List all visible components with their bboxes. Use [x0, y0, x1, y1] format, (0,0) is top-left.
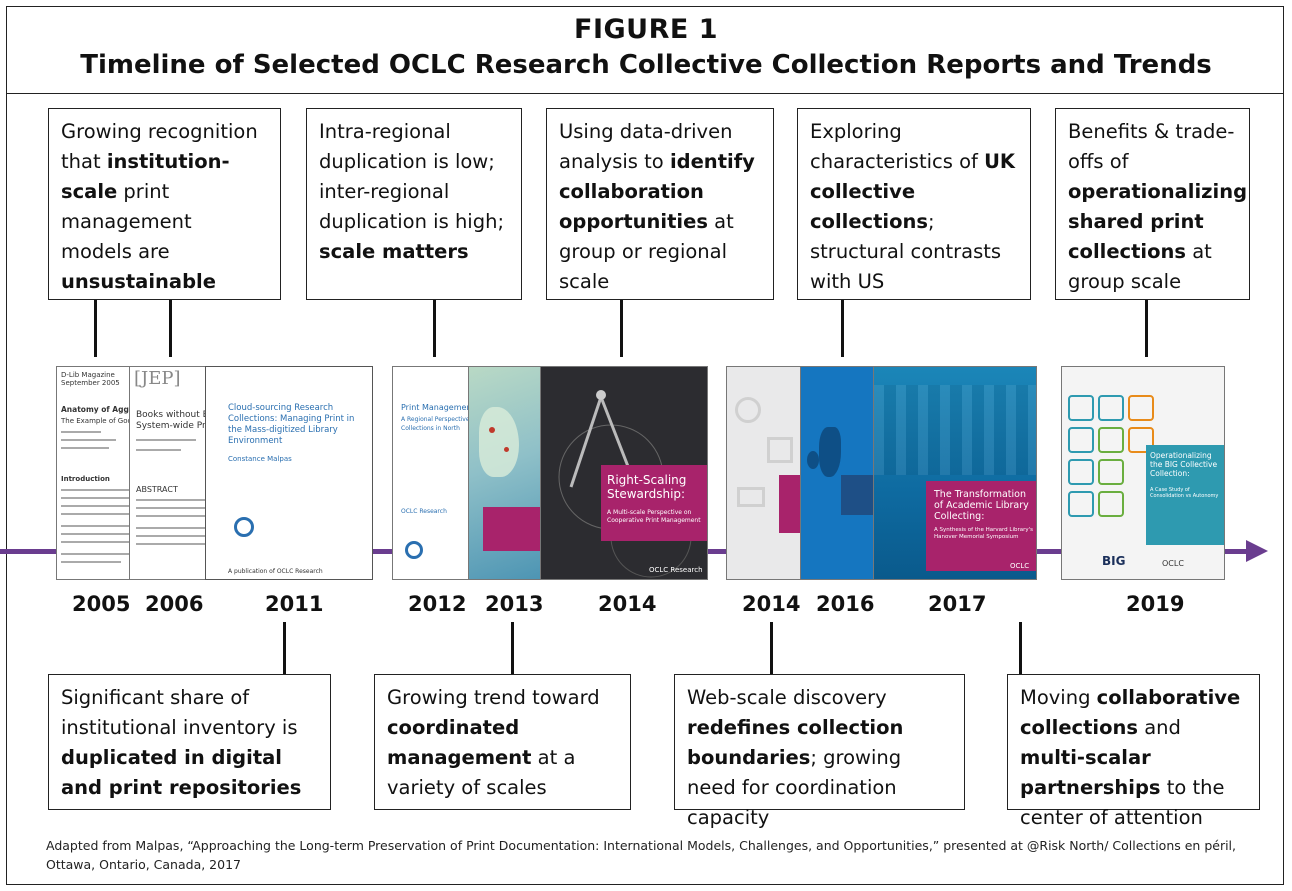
- box-text: Intra-regional duplication is low; inter…: [319, 120, 505, 233]
- connector: [841, 300, 844, 357]
- year-label: 2006: [145, 592, 204, 616]
- cover-text: D-Lib Magazine: [61, 371, 115, 379]
- year-label: 2013: [485, 592, 544, 616]
- oclc-logo: OCLC: [1162, 559, 1184, 568]
- box-text: at group scale: [1068, 240, 1212, 293]
- oclc-logo-icon: [405, 541, 423, 559]
- report-cover-2016: [800, 366, 880, 580]
- trend-box-bottom-1: Significant share of institutional inven…: [48, 674, 331, 810]
- header-divider: [6, 93, 1284, 94]
- year-label: 2017: [928, 592, 987, 616]
- box-text: Web-scale discovery: [687, 686, 887, 709]
- emphasis-text: UK collective collections: [810, 150, 1016, 233]
- cover-text: A publication of OCLC Research: [228, 568, 323, 575]
- connector: [283, 622, 286, 674]
- box-text: ; structural contrasts with US: [810, 210, 1002, 293]
- trend-box-top-4: Exploring characteristics of UK collecti…: [797, 108, 1031, 300]
- box-text: print management models are: [61, 180, 192, 263]
- trend-box-top-1: Growing recognition that institution-sca…: [48, 108, 281, 300]
- timeline-arrowhead: [1246, 540, 1268, 562]
- emphasis-text: coordinated management: [387, 716, 532, 769]
- emphasis-text: operationalizing shared print collection…: [1068, 180, 1248, 263]
- report-cover-2011: Cloud-sourcing Research Collections: Man…: [205, 366, 373, 580]
- connector: [433, 300, 436, 357]
- cover-text: A Synthesis of the Harvard Library's Han…: [934, 527, 1034, 540]
- cover-title: The Transformation of Academic Library C…: [934, 489, 1029, 522]
- cover-text: Constance Malpas: [228, 455, 292, 463]
- year-label: 2012: [408, 592, 467, 616]
- cover-text: ABSTRACT: [136, 485, 178, 494]
- cover-text: OCLC Research: [401, 508, 447, 515]
- emphasis-text: scale matters: [319, 240, 469, 263]
- figure-frame: [6, 6, 1284, 885]
- box-text: at a variety of scales: [387, 746, 576, 799]
- cover-title: Operationalizing the BIG Collective Coll…: [1150, 451, 1218, 478]
- year-label: 2014: [598, 592, 657, 616]
- cover-title: Books without Boundaries: [136, 410, 228, 420]
- box-text: Growing recognition that: [61, 120, 258, 173]
- cover-text: A Regional Perspective Collections in No…: [401, 416, 470, 432]
- cover-heading: Anatomy of Aggregate Coll: [61, 405, 155, 414]
- year-label: 2019: [1126, 592, 1185, 616]
- box-text: ; growing need for coordination capacity: [687, 746, 902, 829]
- emphasis-text: redefines collection boundaries: [687, 716, 904, 769]
- cover-text: September 2005: [61, 379, 120, 387]
- trend-box-top-3: Using data-driven analysis to identify c…: [546, 108, 774, 300]
- emphasis-text: collaborative collections: [1020, 686, 1241, 739]
- source-caption: Adapted from Malpas, “Approaching the Lo…: [46, 838, 1237, 872]
- connector: [94, 300, 97, 357]
- emphasis-text: multi-scalar partnerships: [1020, 746, 1161, 799]
- cover-text: A Case Study of Consolidation vs Autonom…: [1150, 487, 1219, 499]
- report-cover-2012: Print Management A Regional Perspective …: [392, 366, 474, 580]
- report-cover-2013: [468, 366, 548, 580]
- box-text: at group or regional scale: [559, 210, 734, 293]
- oclc-logo-icon: [234, 517, 254, 537]
- cover-text: The Example of Google Print for Lib: [61, 417, 155, 425]
- emphasis-text: identify collaboration opportunities: [559, 150, 755, 233]
- trend-box-top-5: Benefits & trade-offs of operationalizin…: [1055, 108, 1250, 300]
- report-cover-2014-right-scaling: Right-Scaling Stewardship: A Multi-scale…: [540, 366, 708, 580]
- trend-box-bottom-3: Web-scale discovery redefines collection…: [674, 674, 965, 829]
- box-text: Moving: [1020, 686, 1097, 709]
- box-text: Benefits & trade-offs of: [1068, 120, 1235, 173]
- year-label: 2016: [816, 592, 875, 616]
- year-label: 2014: [742, 592, 801, 616]
- connector: [169, 300, 172, 357]
- cover-text: System-wide Print Book: [136, 421, 228, 431]
- cover-brand: OCLC: [1010, 562, 1030, 570]
- connector: [511, 622, 514, 674]
- connector: [1019, 622, 1022, 674]
- trend-box-bottom-4: Moving collaborative collections and mul…: [1007, 674, 1260, 829]
- connector: [770, 622, 773, 674]
- connector: [620, 300, 623, 357]
- box-text: Exploring characteristics of: [810, 120, 985, 173]
- box-text: and: [1138, 716, 1181, 739]
- cover-title: Right-Scaling Stewardship:: [607, 473, 687, 501]
- trend-box-top-2: Intra-regional duplication is low; inter…: [306, 108, 522, 300]
- cover-title: Cloud-sourcing Research Collections: Man…: [228, 403, 355, 446]
- trend-box-bottom-2: Growing trend toward coordinated managem…: [374, 674, 631, 810]
- report-cover-2019: Operationalizing the BIG Collective Coll…: [1061, 366, 1225, 580]
- cover-brand: OCLC Research: [649, 566, 703, 574]
- year-label: 2011: [265, 592, 324, 616]
- year-label: 2005: [72, 592, 131, 616]
- emphasis-text: duplicated in digital and print reposito…: [61, 746, 302, 799]
- big-logo: BIG: [1102, 554, 1126, 568]
- figure-label: FIGURE 1: [574, 14, 718, 45]
- connector: [1145, 300, 1148, 357]
- emphasis-text: unsustainable: [61, 270, 216, 293]
- report-cover-2014-web-scale: [726, 366, 810, 580]
- emphasis-text: institution-scale: [61, 150, 230, 203]
- box-text: Growing trend toward: [387, 686, 600, 709]
- box-text: Using data-driven analysis to: [559, 120, 733, 173]
- cover-brand: [JEP]: [134, 368, 181, 389]
- box-text: Significant share of institutional inven…: [61, 686, 298, 739]
- icon-grid: [1068, 395, 1154, 535]
- report-cover-2017: The Transformation of Academic Library C…: [873, 366, 1037, 580]
- cover-text: Introduction: [61, 475, 110, 483]
- cover-text: A Multi-scale Perspective on Cooperative…: [607, 509, 701, 524]
- cover-title: Print Management: [401, 403, 474, 412]
- box-text: to the center of attention: [1020, 776, 1225, 829]
- figure-title: Timeline of Selected OCLC Research Colle…: [80, 50, 1212, 80]
